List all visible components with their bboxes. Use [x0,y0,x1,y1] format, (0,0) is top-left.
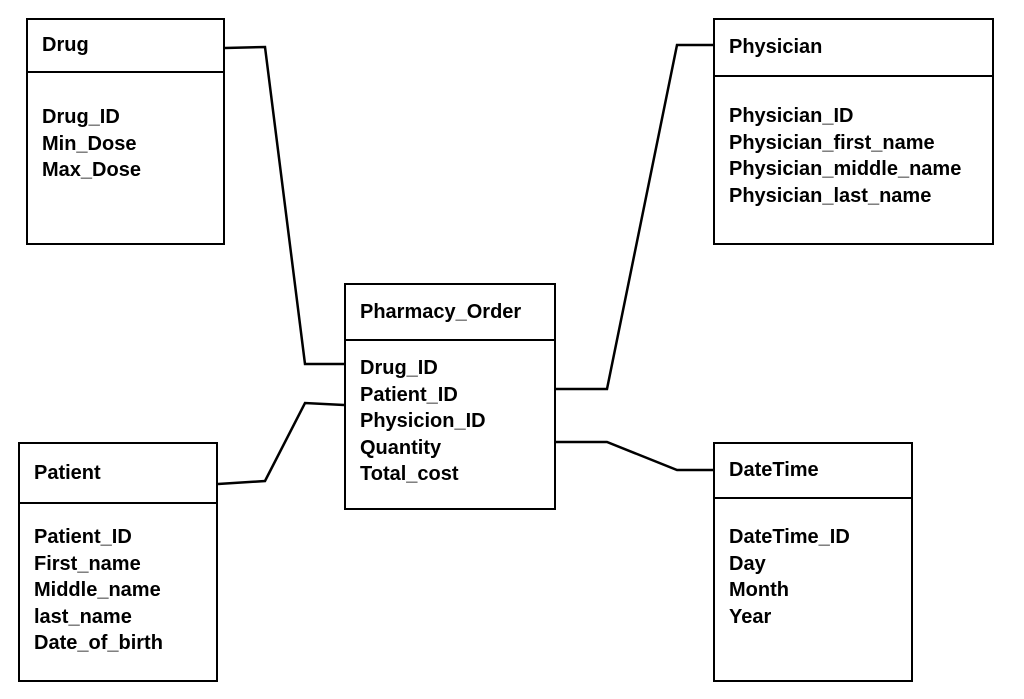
entity-title: Physician [715,20,992,77]
attribute-list: Drug_ID Min_Dose Max_Dose [42,104,141,184]
attribute: Month [729,579,789,601]
attribute: Physician_middle_name [729,158,962,180]
attribute-list: DateTime_ID Day Month Year [729,524,850,630]
attribute: Total_cost [360,463,459,485]
attribute: Patient_ID [34,526,132,548]
attribute: Day [729,552,766,575]
entity-title: Drug [28,20,223,73]
entity-drug[interactable]: Drug Drug_ID Min_Dose Max_Dose [26,18,225,245]
attribute: Drug_ID [360,357,438,379]
attribute: Physician_last_name [729,184,932,207]
attribute: Physician_first_name [729,131,935,154]
attribute-list: Physician_ID Physician_first_name Physic… [729,103,961,209]
entity-title: DateTime [715,444,911,499]
entity-pharmacy-order[interactable]: Pharmacy_Order Drug_ID Patient_ID Physic… [344,283,556,510]
attribute: Quantity [360,436,442,459]
connector-drug-pharmacy-order [224,45,344,366]
attribute: last_name [34,605,132,628]
attribute: Min_Dose [42,132,137,155]
connector-physician-pharmacy-order [556,43,713,391]
entity-patient[interactable]: Patient Patient_ID First_name Middle_nam… [18,442,218,682]
attribute: Drug_ID [42,106,120,128]
attribute: Max_Dose [42,159,141,181]
entity-title: Patient [20,444,216,504]
attribute: Physician_ID [729,105,854,127]
attribute: DateTime_ID [729,526,850,548]
attribute: First_name [34,552,141,575]
attribute-list: Patient_ID First_name Middle_name last_n… [34,524,163,657]
connector-datetime-pharmacy-order [556,440,713,472]
attribute: Date_of_birth [34,632,163,654]
connector-patient-pharmacy-order [217,401,345,486]
entity-title: Pharmacy_Order [346,285,554,341]
entity-datetime[interactable]: DateTime DateTime_ID Day Month Year [713,442,913,682]
attribute: Patient_ID [360,383,458,406]
attribute: Year [729,605,772,628]
attribute: Middle_name [34,579,161,601]
entity-physician[interactable]: Physician Physician_ID Physician_first_n… [713,18,994,245]
attribute-list: Drug_ID Patient_ID Physicion_ID Quantity… [360,355,486,488]
attribute: Physicion_ID [360,410,486,432]
